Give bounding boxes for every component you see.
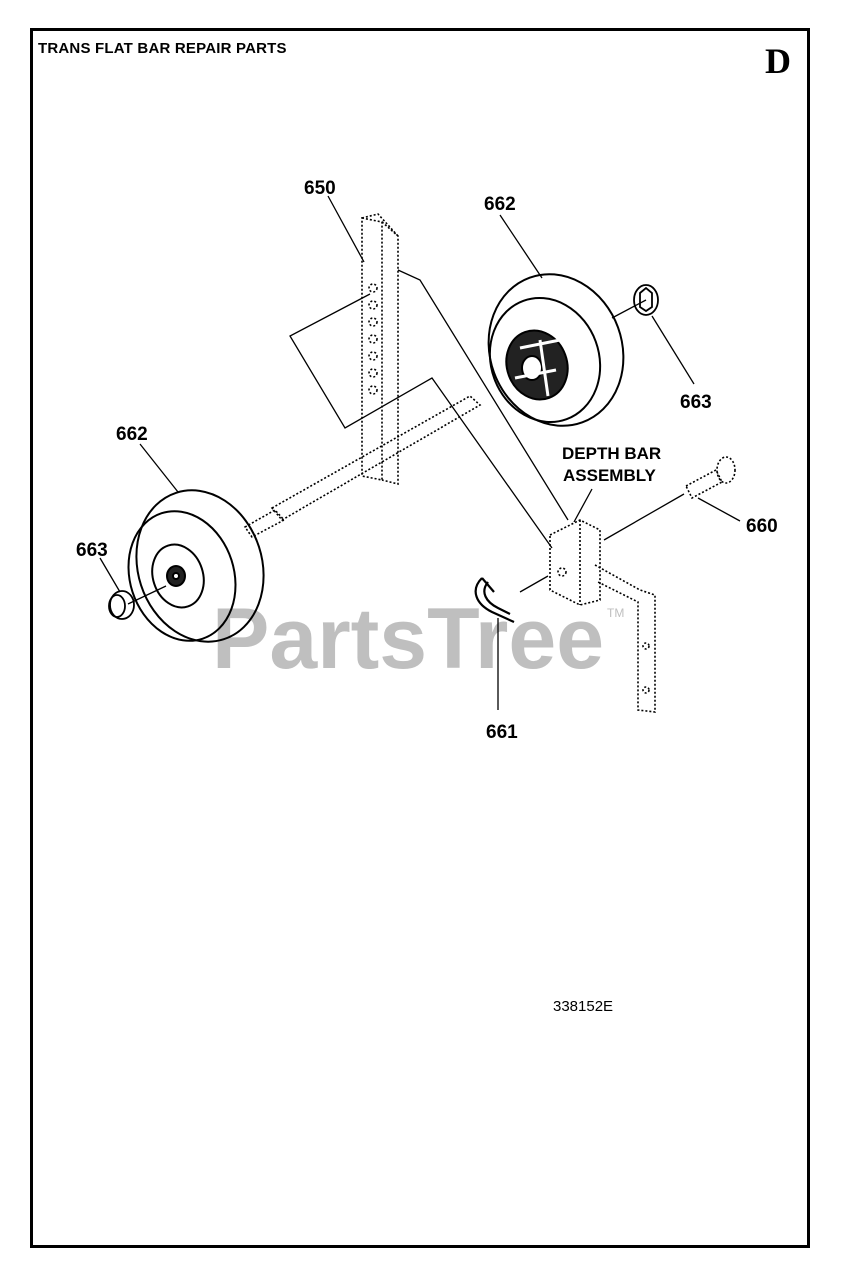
callout-661: 661 [486,722,518,743]
clevis-pin-660 [684,456,736,500]
wheel-left-662 [127,489,265,643]
callout-662-top: 662 [484,194,516,215]
page-title: TRANS FLAT BAR REPAIR PARTS [38,40,287,57]
watermark: PartsTree TM [212,591,624,687]
assembly-label-line2: ASSEMBLY [563,466,657,485]
push-nut-663-right [633,284,659,316]
push-nut-663-left [108,590,135,620]
assembly-label-line1: DEPTH BAR [562,444,661,463]
callout-662-left: 662 [116,424,148,445]
watermark-trademark: TM [607,606,624,620]
callout-leaders [99,195,741,710]
section-letter: D [765,41,791,81]
diagram-frame [30,28,810,1248]
callout-663-right: 663 [680,392,712,413]
callout-663-left: 663 [76,540,108,561]
wheel-right-662 [487,273,625,427]
watermark-text: PartsTree [212,591,604,687]
hairpin-cotter-661 [474,577,515,624]
depth-bar-650 [361,213,399,486]
drawing-number: 338152E [553,998,614,1015]
assembly-label: DEPTH BAR ASSEMBLY [562,444,661,485]
leader-bracket [289,269,569,549]
callouts: 650 662 663 662 663 660 661 [76,178,778,743]
callout-650: 650 [304,178,336,199]
depth-bar-assembly [549,519,656,713]
axle [243,395,482,539]
callout-660: 660 [746,516,778,537]
